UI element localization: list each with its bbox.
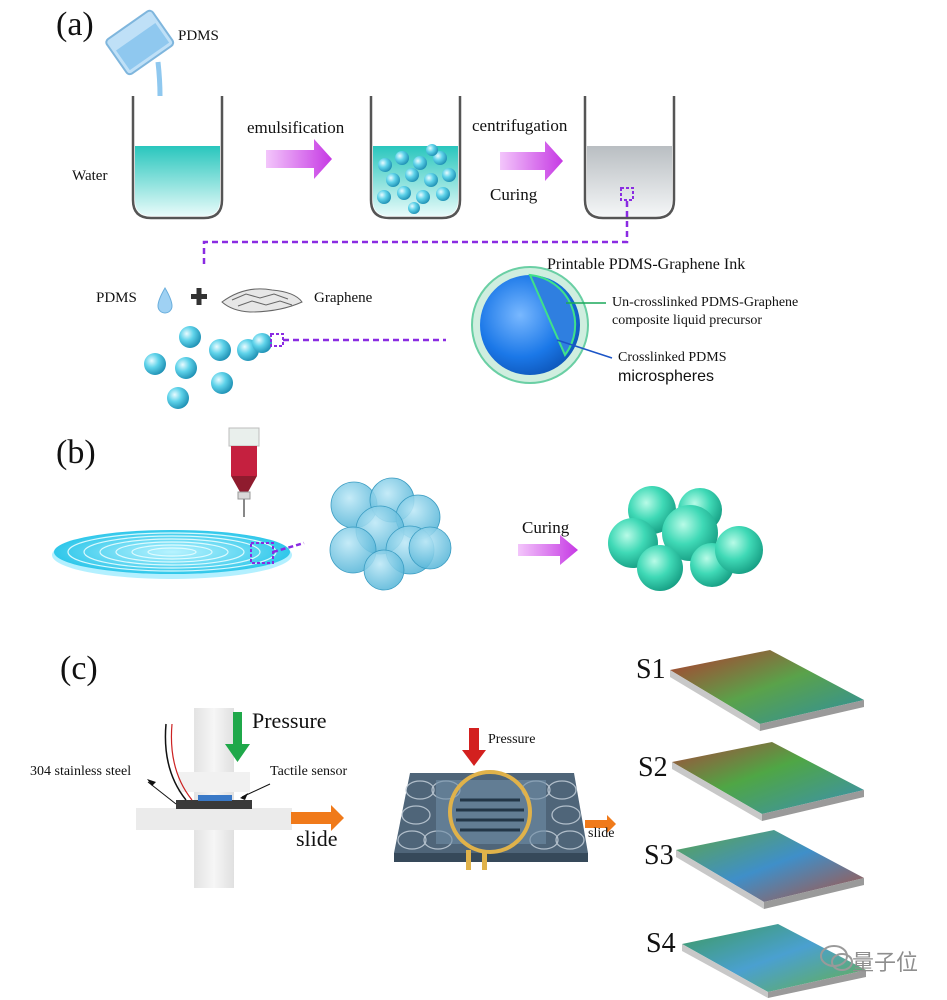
sample-label-s2: S2 [638, 752, 668, 783]
friction-test-apparatus [136, 708, 292, 888]
pressure-label-left: Pressure [252, 708, 327, 733]
panel-c-letter: (c) [60, 650, 98, 687]
uncrosslinked-line1: Un-crosslinked PDMS-Graphene [612, 295, 799, 310]
slide-arrow-mid [585, 815, 616, 833]
cured-sphere-cluster [608, 486, 763, 591]
process-arrow-2 [500, 141, 563, 181]
beaker-centrifuged-icon [583, 96, 676, 220]
beaker-water-icon [131, 96, 224, 220]
pdms-drop-icon [157, 287, 173, 314]
sample-plate-s3 [676, 830, 864, 909]
zoom-connector-a1 [202, 201, 629, 268]
printed-spiral-disc [52, 530, 292, 579]
wechat-icon [820, 945, 853, 971]
emulsification-label: emulsification [247, 118, 345, 137]
stainless-steel-label: 304 stainless steel [30, 764, 132, 779]
sample-plate-s1 [670, 650, 864, 731]
water-label: Water [72, 168, 108, 184]
graphene-sheet-icon [221, 288, 303, 313]
crosslinked-line1: Crosslinked PDMS [618, 350, 727, 365]
beaker-emulsion-icon [369, 96, 462, 220]
centrifugation-label: centrifugation [472, 116, 568, 135]
sample-label-s4: S4 [646, 928, 676, 959]
curing-arrow [518, 535, 578, 565]
watermark-text: 量子位 [852, 951, 919, 976]
sample-plate-s2 [672, 742, 864, 821]
pdms-ingredient-label: PDMS [96, 290, 137, 306]
slide-arrow-left [291, 805, 344, 831]
core-shell-sphere-icon [471, 266, 613, 384]
graphene-label: Graphene [314, 290, 373, 306]
sample-label-s3: S3 [644, 840, 674, 871]
panel-b-letter: (b) [56, 434, 96, 471]
pdms-top-label: PDMS [178, 28, 219, 44]
uncured-sphere-cluster [329, 477, 452, 591]
pressure-arrow-green [225, 712, 250, 762]
crosslinked-line2: microspheres [618, 368, 715, 385]
curing-label-b: Curing [522, 518, 570, 537]
tactile-sensor-label: Tactile sensor [270, 764, 348, 779]
slide-label-left: slide [296, 826, 338, 851]
pressure-label-mid: Pressure [488, 732, 536, 747]
pouring-beaker-icon [105, 9, 175, 97]
panel-a-letter: (a) [56, 6, 94, 43]
process-arrow-1 [266, 139, 332, 179]
slide-label-mid: slide [588, 826, 615, 841]
curing-label-a: Curing [490, 185, 538, 204]
uncrosslinked-line2: composite liquid precursor [612, 313, 763, 328]
sample-plate-s4 [682, 924, 866, 998]
sample-label-s1: S1 [636, 654, 666, 685]
microspheres-cluster [144, 326, 272, 409]
tactile-sensor-device [394, 770, 588, 870]
plus-icon [191, 288, 207, 305]
pressure-arrow-red [462, 728, 486, 766]
syringe-icon [228, 427, 260, 517]
ink-title: Printable PDMS-Graphene Ink [547, 256, 746, 273]
